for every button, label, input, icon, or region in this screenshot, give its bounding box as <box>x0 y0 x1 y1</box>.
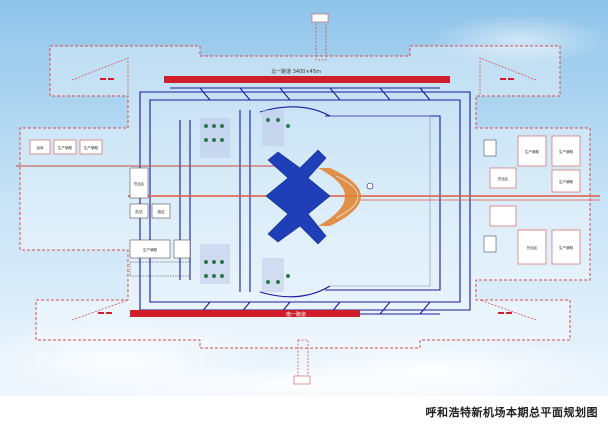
building-label: 生产辅助 <box>84 145 99 150</box>
south-gate <box>293 375 311 385</box>
building-label: 航站 <box>135 209 143 214</box>
left-support-area: 油库 生产辅助 生产辅助 货运区 航站 酒店 生产辅助 <box>29 139 191 277</box>
landside-loop <box>330 115 431 287</box>
north-runway <box>164 76 450 83</box>
building-label: 货运区 <box>134 181 145 186</box>
building-label: 货运区 <box>498 176 509 181</box>
building-label: 酒店 <box>157 209 165 214</box>
building-label: 生产辅助 <box>559 245 574 250</box>
building-label: 货运区 <box>527 245 538 250</box>
south-access-road <box>297 339 309 381</box>
terminal-building <box>265 149 331 245</box>
south-runway <box>130 310 360 317</box>
terminal-frontage <box>318 168 361 226</box>
building-label: 油库 <box>36 145 44 150</box>
parked-aircraft <box>204 118 290 284</box>
diagram-caption: 呼和浩特新机场本期总平面规划图 <box>425 406 598 419</box>
building-label: 生产辅助 <box>559 149 574 154</box>
terminal-curb <box>335 175 359 219</box>
building-label: 生产辅助 <box>58 145 73 150</box>
cloud <box>430 15 608 65</box>
landside-plaza <box>366 182 374 190</box>
airport-site-plan: 北一跑道 3400×45m 南一跑道 油库 生产辅助 生产辅助 货运区 <box>0 0 608 396</box>
taxiway-system <box>139 87 471 315</box>
north-gate <box>311 13 329 23</box>
se-service-road <box>479 299 537 321</box>
building-label: 生产辅助 <box>143 247 158 252</box>
approach-lights <box>98 78 514 314</box>
right-support-area: 生产辅助 生产辅助 生产辅助 货运区 货运区 生产辅助 <box>483 135 581 265</box>
sw-service-road <box>71 299 129 321</box>
north-runway-label: 北一跑道 3400×45m <box>271 68 321 75</box>
building-label: 生产辅助 <box>525 149 540 154</box>
nw-service-road <box>71 57 129 96</box>
south-runway-label: 南一跑道 <box>286 311 306 318</box>
ne-service-road <box>479 57 537 96</box>
building-label: 生产辅助 <box>559 179 574 184</box>
